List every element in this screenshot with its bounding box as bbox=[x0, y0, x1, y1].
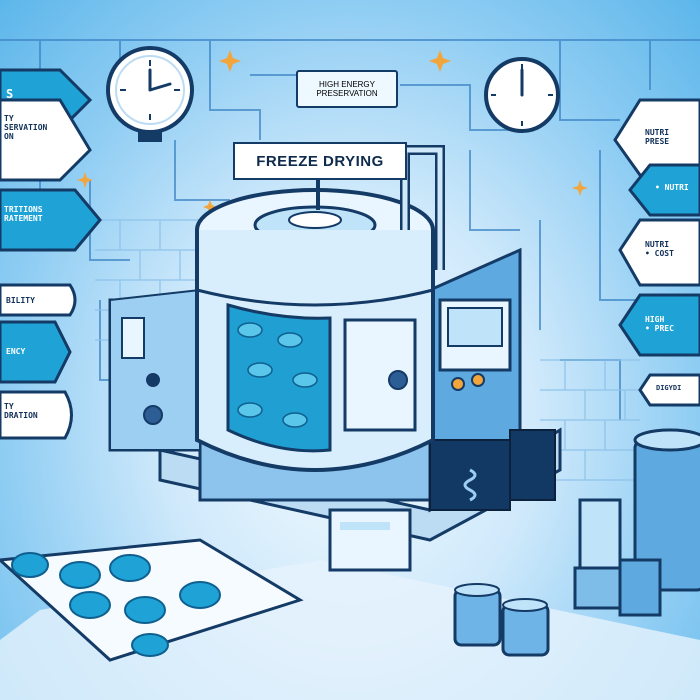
right-banners bbox=[613, 98, 700, 407]
top-sign-line1: HIGH ENERGY bbox=[318, 80, 375, 89]
right-banner-3: NUTRI • COST bbox=[645, 240, 674, 259]
right-banner-5: DIGYDI bbox=[656, 384, 682, 392]
left-banner-2: TY SERVATION ON bbox=[4, 114, 48, 142]
right-banner-1: NUTRI PRESE bbox=[645, 128, 670, 147]
gauge-icon bbox=[484, 57, 560, 133]
title-sign: FREEZE DRYING bbox=[233, 142, 407, 180]
left-banner-5: ENCY bbox=[6, 347, 26, 356]
right-banner-2: • NUTRI bbox=[655, 183, 689, 192]
leaf-tray bbox=[0, 538, 304, 662]
freeze-dryer-machine bbox=[108, 145, 562, 572]
left-banner-6: TY DRATION bbox=[4, 402, 38, 421]
storage-canisters bbox=[453, 428, 700, 657]
left-banner-4: BILITY bbox=[6, 296, 35, 305]
right-banner-4: HIGH • PREC bbox=[645, 315, 674, 334]
clock-icon bbox=[106, 46, 194, 142]
top-sign: HIGH ENERGY PRESERVATION bbox=[296, 70, 398, 108]
left-banner-3: TRITIONS RATEMENT bbox=[4, 205, 43, 224]
left-banners bbox=[0, 68, 102, 440]
brick-wall-right bbox=[540, 359, 640, 481]
left-banner-1: S bbox=[6, 87, 14, 101]
top-sign-line2: PRESERVATION bbox=[316, 89, 378, 98]
